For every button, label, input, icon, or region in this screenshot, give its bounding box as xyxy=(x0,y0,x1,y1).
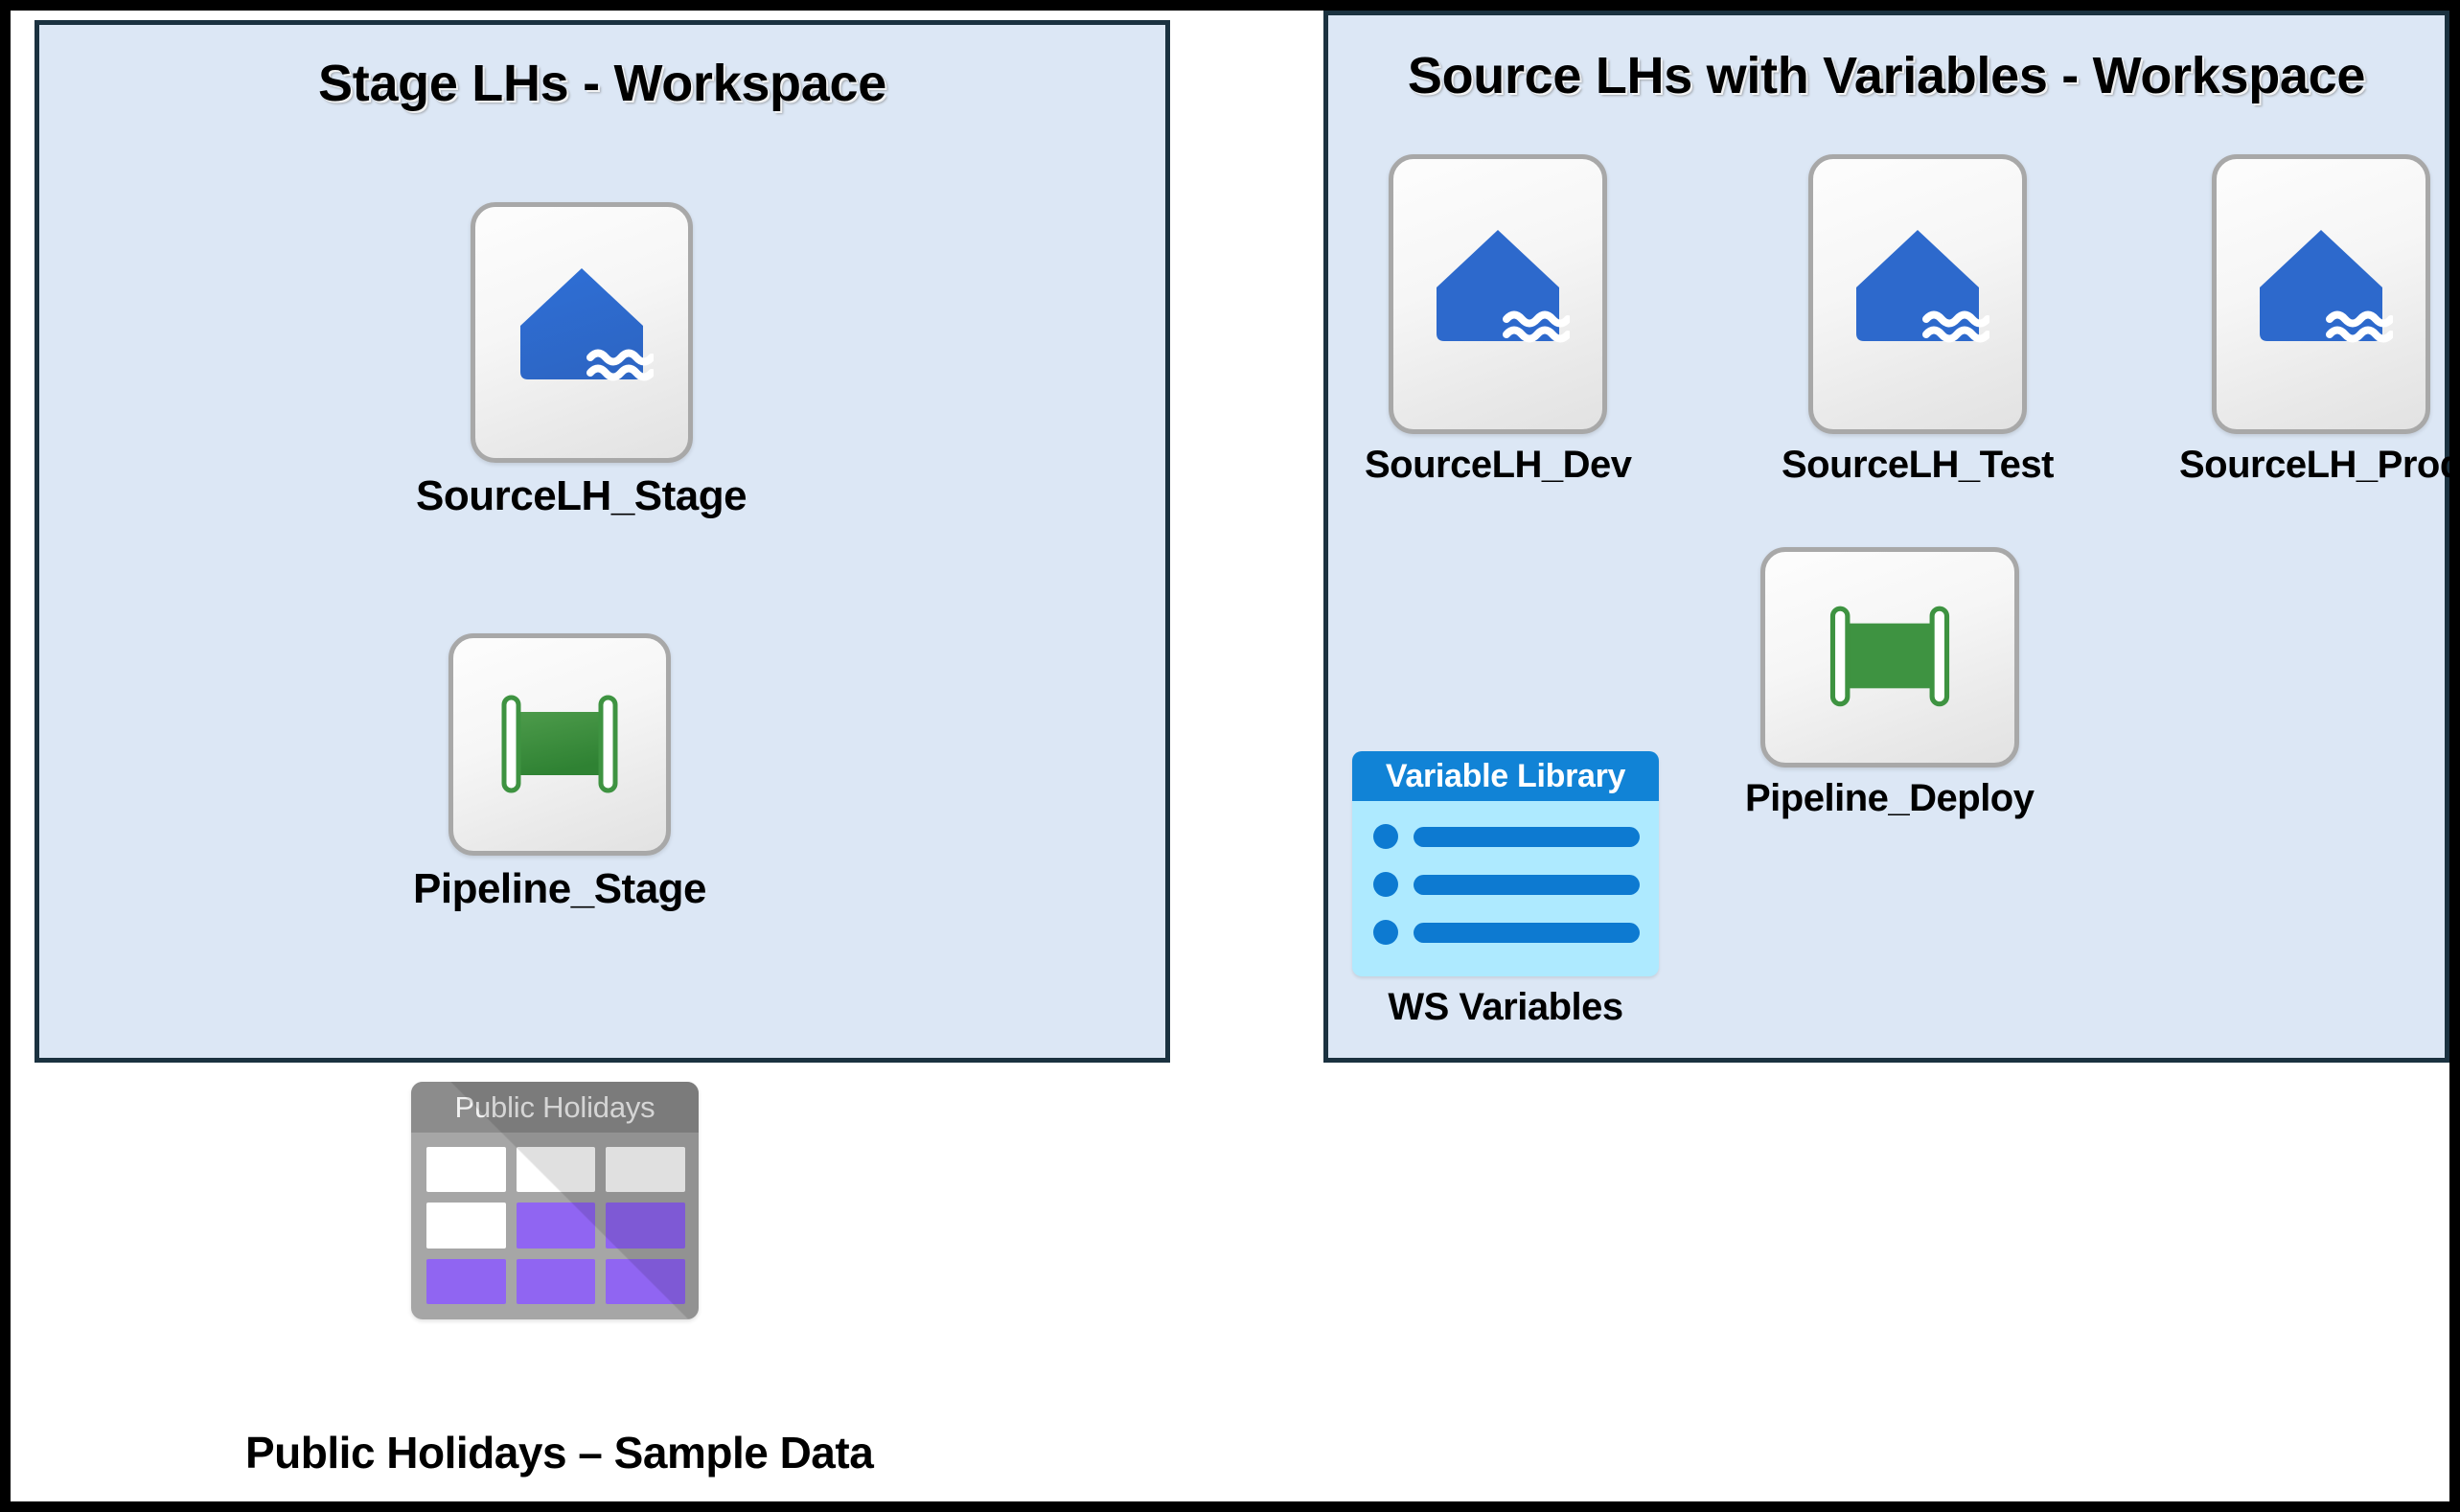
table-icon[interactable]: Public Holidays xyxy=(411,1082,699,1319)
item-label: WS Variables xyxy=(1388,986,1623,1028)
table-grid xyxy=(411,1133,699,1319)
panel-title-stage: Stage LHs - Workspace xyxy=(318,55,886,112)
panel-title-source: Source LHs with Variables - Workspace xyxy=(1407,47,2366,104)
lakehouse-icon[interactable] xyxy=(1389,154,1608,434)
item-sourcelh-dev[interactable]: SourceLH_Dev xyxy=(1365,154,1632,487)
table-cell xyxy=(426,1147,506,1193)
item-pipeline-stage[interactable]: Pipeline_Stage xyxy=(413,633,707,913)
item-sourcelh-stage[interactable]: SourceLH_Stage xyxy=(416,202,747,520)
table-cell xyxy=(606,1203,685,1249)
bullet-icon xyxy=(1373,872,1398,897)
variable-line xyxy=(1414,826,1640,847)
bottom-caption: Public Holidays – Sample Data xyxy=(245,1428,874,1478)
pipeline-icon[interactable] xyxy=(448,633,671,856)
lakehouse-icon[interactable] xyxy=(1807,154,2027,434)
item-label: SourceLH_Test xyxy=(1782,444,2054,486)
item-label: Pipeline_Stage xyxy=(413,865,707,912)
item-label: SourceLH_Prod xyxy=(2179,444,2460,486)
variable-row xyxy=(1373,920,1640,945)
variable-row xyxy=(1373,824,1640,849)
table-header: Public Holidays xyxy=(411,1082,699,1133)
bullet-icon xyxy=(1373,824,1398,849)
table-cell xyxy=(426,1203,506,1249)
item-sourcelh-prod[interactable]: SourceLH_Prod xyxy=(2179,154,2460,487)
item-label: SourceLH_Dev xyxy=(1365,444,1632,486)
variable-line xyxy=(1414,922,1640,943)
item-sourcelh-test[interactable]: SourceLH_Test xyxy=(1782,154,2054,487)
item-ws-variables[interactable]: Variable Library WS Varia xyxy=(1352,751,1659,1029)
variable-library-header: Variable Library xyxy=(1352,751,1659,801)
variable-library-icon[interactable]: Variable Library xyxy=(1352,751,1659,976)
item-label: SourceLH_Stage xyxy=(416,472,747,519)
table-cell xyxy=(426,1258,506,1304)
workspace-panel-stage: Stage LHs - Workspace xyxy=(34,20,1170,1063)
table-cell xyxy=(516,1147,596,1193)
lakehouse-icon[interactable] xyxy=(2211,154,2430,434)
pipeline-icon[interactable] xyxy=(1759,547,2019,767)
lakehouse-icon[interactable] xyxy=(470,202,693,463)
bullet-icon xyxy=(1373,920,1398,945)
table-cell xyxy=(606,1147,685,1193)
table-cell xyxy=(516,1203,596,1249)
table-cell xyxy=(516,1258,596,1304)
table-cell xyxy=(606,1258,685,1304)
variable-library-rows xyxy=(1352,801,1659,954)
workspace-panel-source: Source LHs with Variables - Workspace So… xyxy=(1323,11,2449,1063)
item-pipeline-deploy[interactable]: Pipeline_Deploy xyxy=(1745,547,2035,820)
variable-line xyxy=(1414,874,1640,895)
item-public-holidays[interactable]: Public Holidays xyxy=(411,1082,699,1319)
variable-row xyxy=(1373,872,1640,897)
item-label: Pipeline_Deploy xyxy=(1745,777,2035,819)
